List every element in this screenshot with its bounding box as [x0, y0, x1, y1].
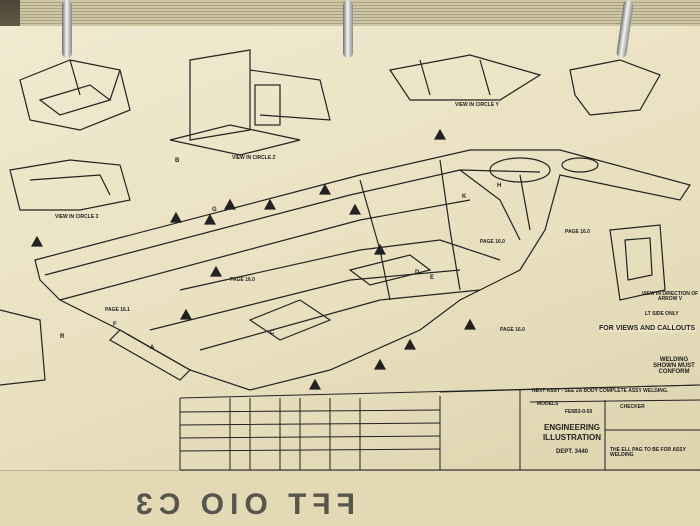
models-label: MODELS — [537, 401, 559, 407]
page-ref: PAGE 16.0 — [500, 327, 525, 333]
callout-letter: D — [415, 270, 420, 276]
callout-letter: B — [175, 158, 180, 164]
page-ref: PAGE 16.1 — [105, 307, 130, 313]
callout-letter: H — [497, 183, 502, 189]
detail-view-left — [9, 159, 131, 211]
title-line-2: ILLUSTRATION — [542, 433, 602, 442]
detail-view-right — [609, 224, 666, 301]
title-engineering-illustration: ENGINEERING ILLUSTRATION DEPT. 3440 — [538, 423, 606, 457]
title-line-1: ENGINEERING — [543, 423, 600, 432]
page-ref: PAGE 16.0 — [230, 277, 255, 283]
callout-letter: R — [60, 334, 65, 340]
binder-ring — [343, 0, 353, 58]
view-circle-3-label: VIEW IN CIRCLE 3 — [55, 214, 99, 220]
models-value: FE6B3-0-50 — [565, 409, 593, 415]
detail-view-top-left — [19, 59, 131, 131]
view-circle-z-label: VIEW IN CIRCLE Z — [232, 155, 276, 161]
detail-view-top-center — [169, 49, 331, 156]
callout-letter: F — [113, 322, 117, 328]
callout-letter: E — [430, 275, 435, 281]
page-ref: PAGE 16.0 — [480, 239, 505, 245]
views-callouts-note: FOR VIEWS AND CALLOUTS — [598, 325, 697, 332]
dept-number: DEPT. 3440 — [555, 449, 589, 455]
main-floor-pan — [34, 149, 691, 391]
checker-label: CHECKER — [620, 404, 645, 410]
callout-letter: A — [150, 345, 155, 351]
side-only-note: LT SIDE ONLY — [645, 311, 679, 317]
view-arrow-note: VIEW IN DIRECTION OF ARROW V — [641, 291, 699, 302]
callout-letter: C — [270, 330, 275, 336]
page-ref: PAGE 16.0 — [565, 229, 590, 235]
binder-ring — [62, 0, 72, 58]
weld-callout-triangles — [30, 128, 477, 390]
lower-sheet — [0, 470, 700, 526]
title-block-grid — [179, 384, 700, 471]
partial-view-left-edge — [0, 309, 46, 386]
callout-letter: K — [462, 194, 467, 200]
title-block-note: THE ELL PAG TO BE FOR ASSY WELDING — [610, 447, 686, 458]
paper-stack-edge — [20, 0, 700, 28]
callout-letter: G — [212, 207, 217, 213]
welding-shown-note: WELDING SHOWN MUST CONFORM — [653, 357, 695, 375]
next-assy-note: NEXT ASSY - SEE 2A BODY COMPLETE ASSY WE… — [532, 388, 669, 394]
detail-view-top-right — [388, 54, 661, 116]
view-circle-y-label: VIEW IN CIRCLE Y — [455, 102, 499, 108]
